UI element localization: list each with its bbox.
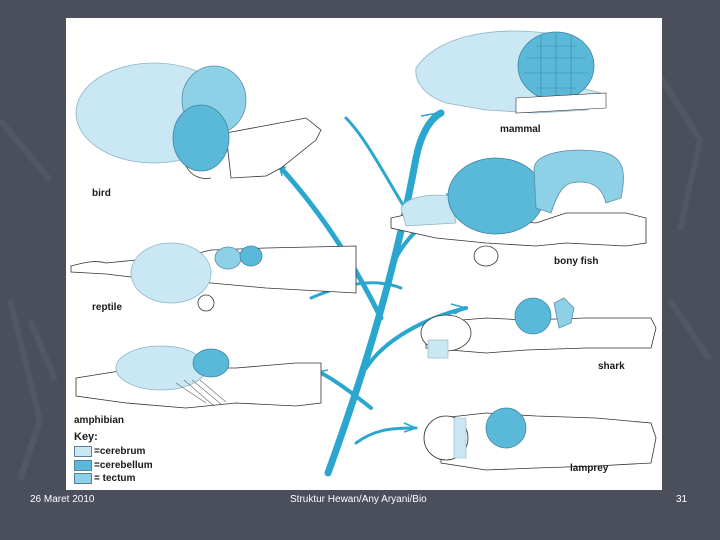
tectum-swatch (74, 473, 92, 484)
amphibian-brain (75, 345, 322, 409)
footer-date: 26 Maret 2010 (30, 494, 95, 505)
shark-brain (420, 297, 657, 359)
lamprey-brain (423, 407, 657, 471)
footer-page-number: 31 (676, 494, 688, 505)
mammal-brain (415, 30, 607, 114)
cerebrum-swatch (74, 446, 92, 457)
legend-text-tectum: = tectum (94, 473, 136, 484)
label-shark: shark (598, 361, 625, 372)
legend-title: Key: (74, 431, 98, 443)
legend-item-cerebrum: =cerebrum (74, 446, 145, 457)
label-bird: bird (92, 188, 111, 199)
label-amphibian: amphibian (74, 415, 125, 426)
legend-text-cerebellum: =cerebellum (94, 460, 153, 471)
label-bony-fish: bony fish (554, 256, 599, 267)
label-lamprey: lamprey (570, 463, 609, 474)
label-reptile: reptile (92, 302, 123, 313)
cerebellum-swatch (74, 460, 92, 471)
reptile-brain (70, 242, 357, 312)
brain-evolution-figure: bird mammal bony fish reptile shark amph… (66, 18, 662, 490)
bony-fish-brain (390, 149, 647, 267)
legend-text-cerebrum: =cerebrum (94, 446, 146, 457)
brain-diagram (70, 30, 657, 477)
legend-item-cerebellum: =cerebellum (74, 460, 153, 471)
footer-source: Struktur Hewan/Any Aryani/Bio (290, 494, 427, 505)
legend-item-tectum: = tectum (74, 473, 135, 484)
label-mammal: mammal (500, 124, 541, 135)
bird-brain (75, 62, 322, 179)
